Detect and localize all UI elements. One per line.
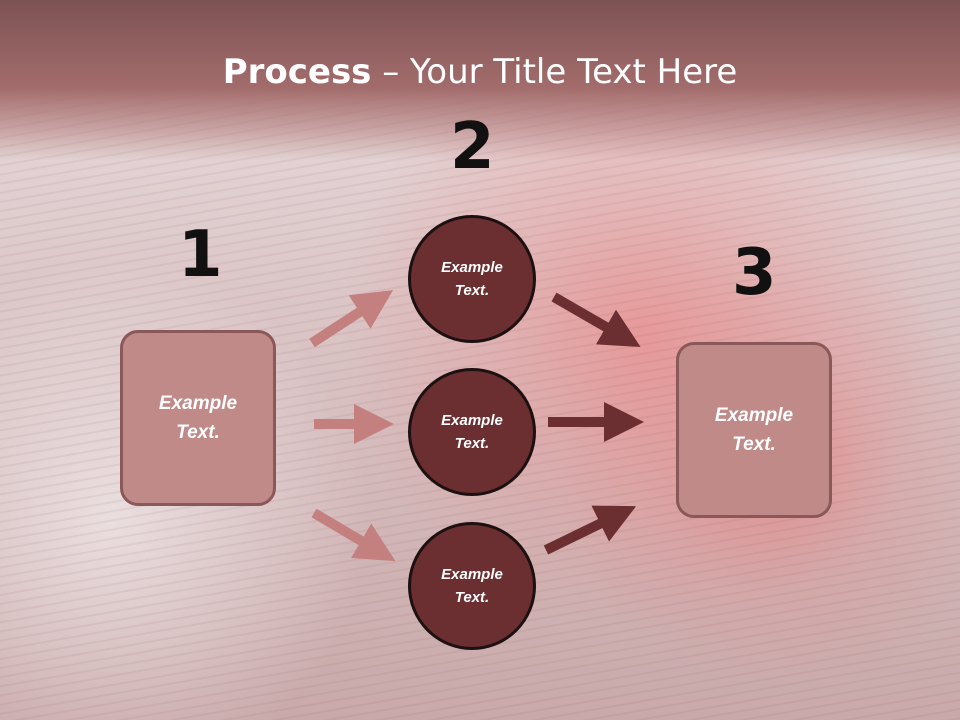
arrow-1-to-top (309, 290, 394, 348)
arrow-top-to-3 (551, 292, 641, 348)
step-2-circle-bottom[interactable]: Example Text. (408, 522, 536, 650)
step-number-1: 1 (178, 218, 223, 292)
arrow-1-to-bottom (311, 508, 396, 562)
circle-bottom-text: Example Text. (441, 566, 503, 606)
title-rest: – Your Title Text Here (371, 52, 738, 92)
step-1-text: Example Text. (158, 393, 238, 443)
circle-top-text: Example Text. (441, 259, 503, 299)
step-number-2: 2 (450, 110, 495, 184)
step-3-box[interactable]: Example Text. (676, 342, 832, 518)
step-2-circle-top[interactable]: Example Text. (408, 215, 536, 343)
step-1-box[interactable]: Example Text. (120, 330, 276, 506)
title-band (0, 0, 960, 160)
arrow-bottom-to-3 (543, 505, 637, 555)
title-bold: Process (222, 52, 372, 92)
circle-middle-text: Example Text. (441, 412, 503, 452)
step-2-circle-middle[interactable]: Example Text. (408, 368, 536, 496)
step-number-3: 3 (732, 236, 777, 310)
slide-title[interactable]: Process – Your Title Text Here (0, 52, 960, 92)
step-3-text: Example Text. (714, 405, 794, 455)
